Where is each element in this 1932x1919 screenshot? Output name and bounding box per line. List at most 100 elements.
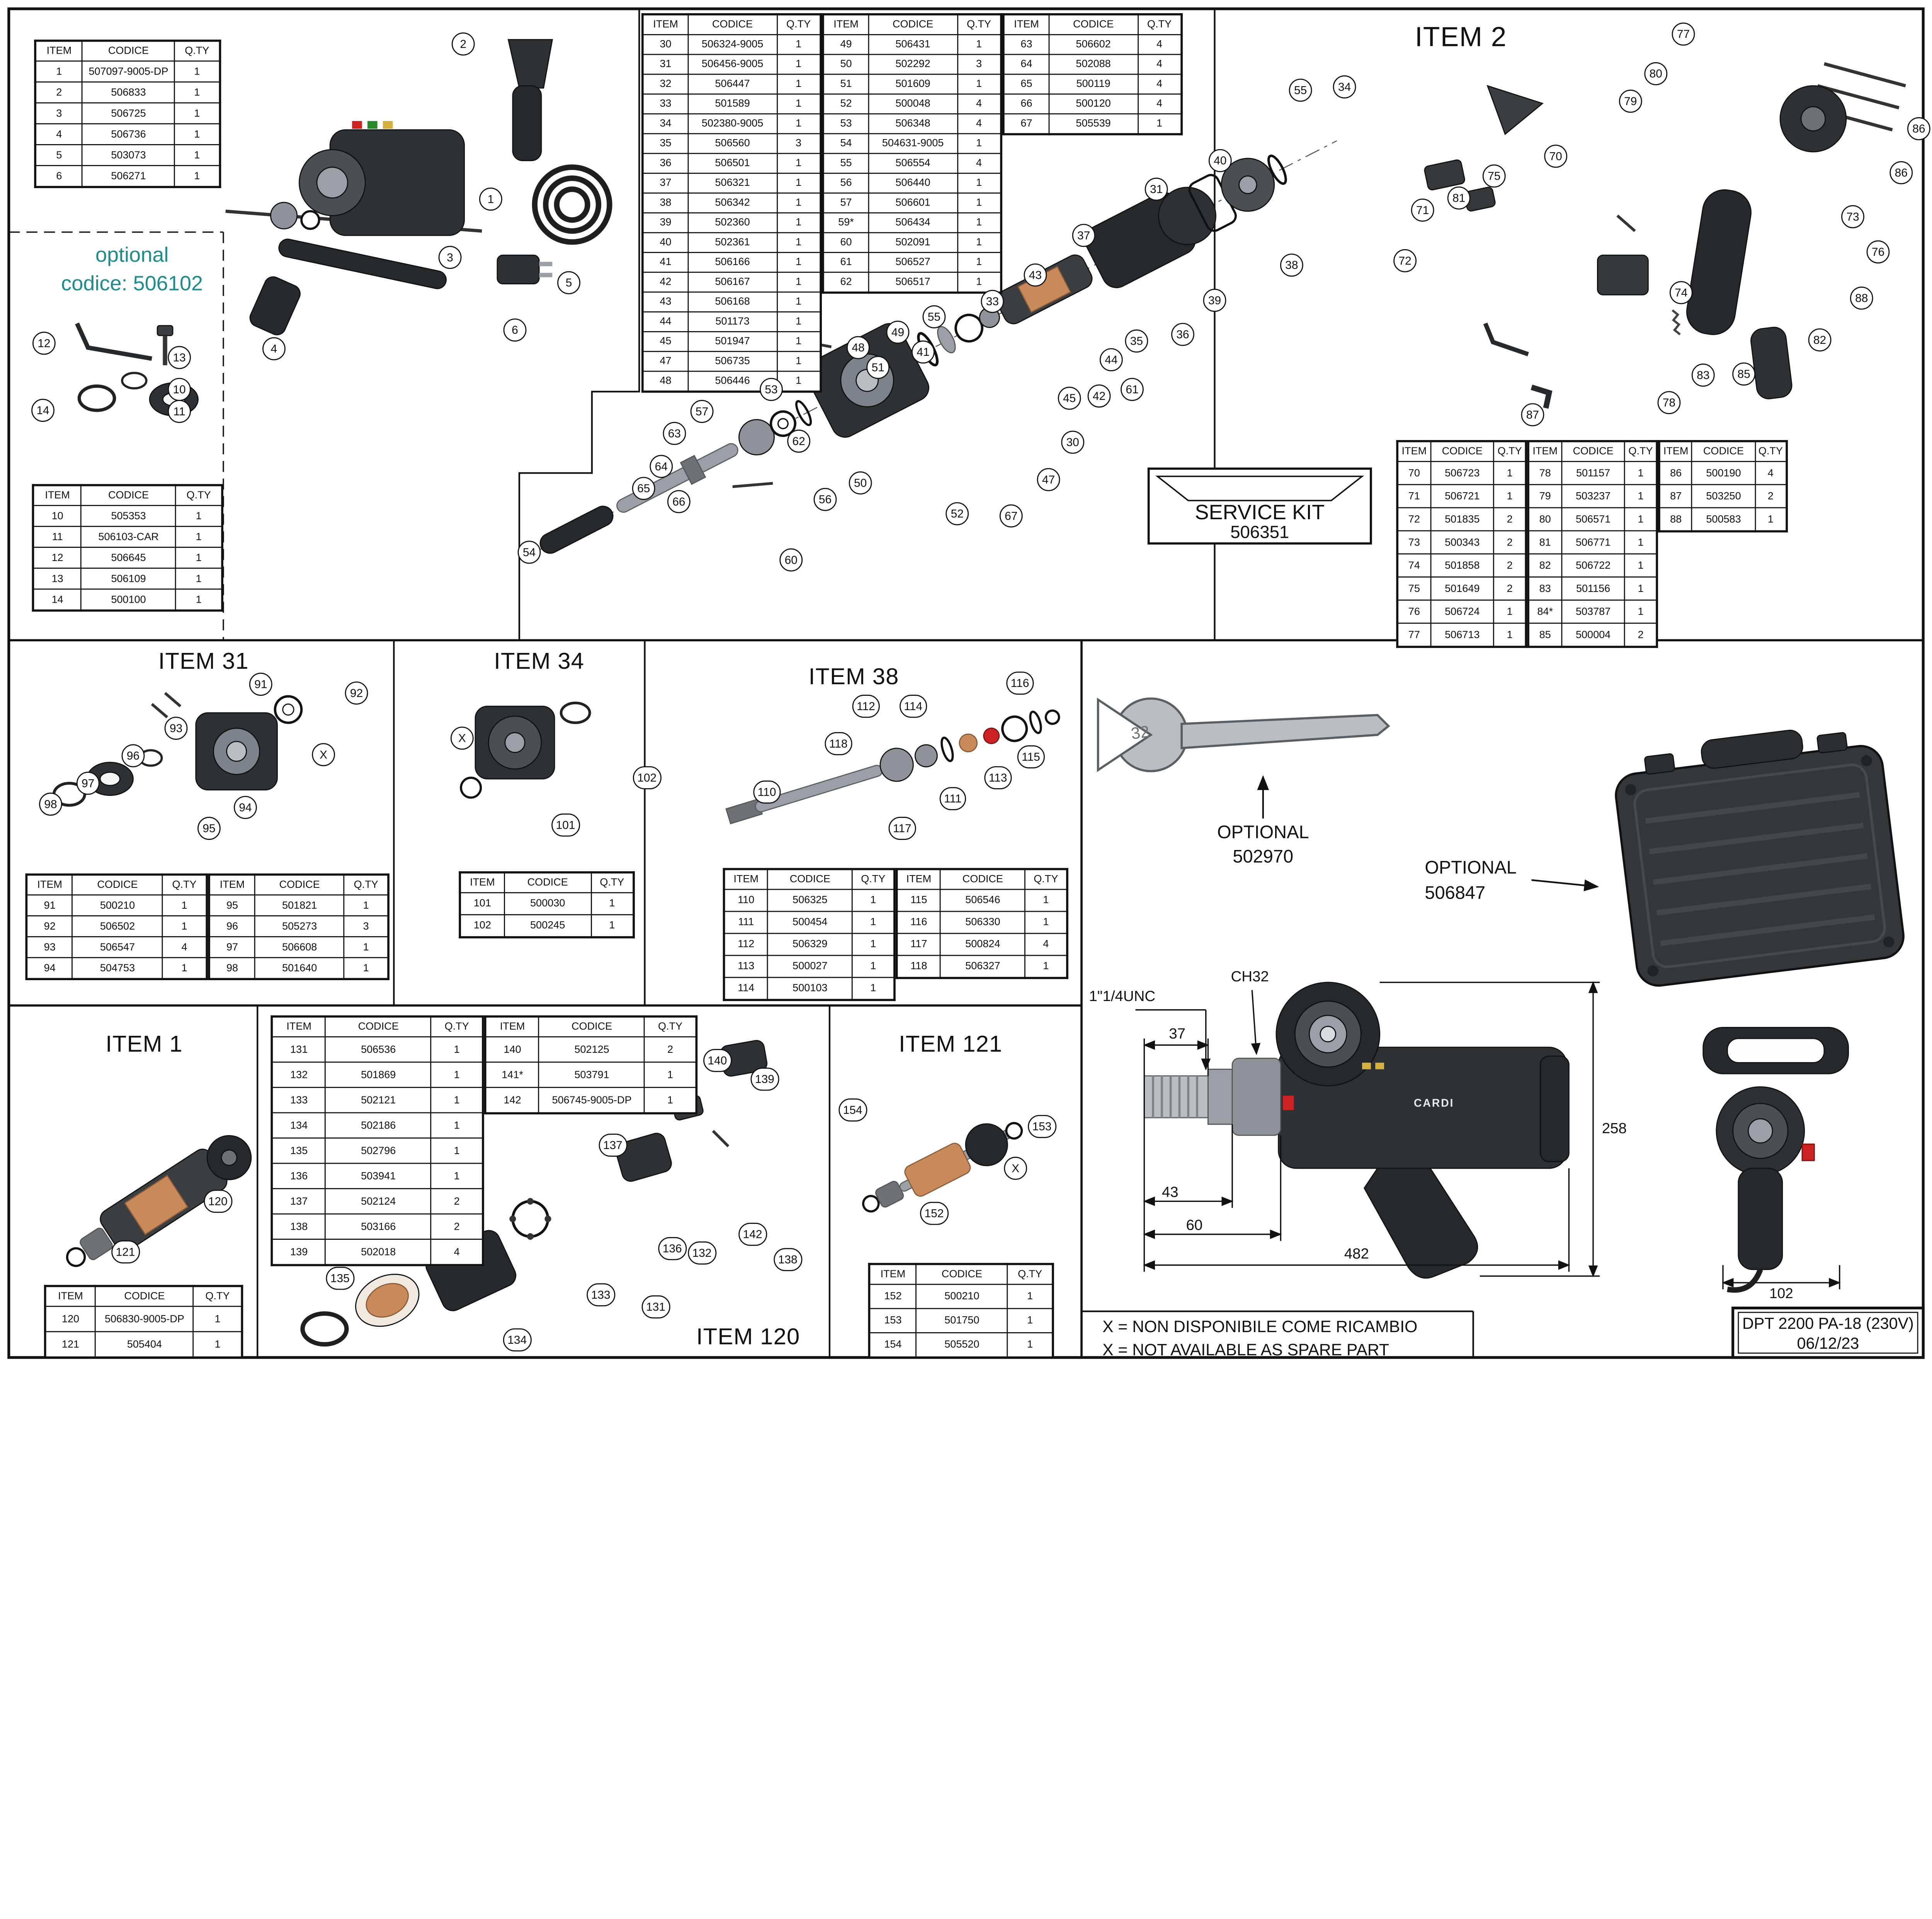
- part-cell: 51: [822, 73, 869, 95]
- column-header: CODICE: [254, 874, 345, 896]
- part-cell: 84*: [1527, 599, 1562, 624]
- part-cell: 1: [175, 526, 223, 548]
- part-cell: 77: [1396, 622, 1431, 648]
- part-cell: 1: [776, 371, 821, 393]
- part-cell: 1: [776, 192, 821, 214]
- part-cell: 47: [642, 351, 689, 372]
- part-cell: 506725: [82, 102, 175, 124]
- part-cell: 500454: [767, 911, 853, 934]
- part-cell: 500210: [72, 894, 163, 916]
- part-cell: 4: [1137, 54, 1182, 75]
- column-header: CODICE: [95, 1285, 194, 1307]
- part-cell: 34: [642, 113, 689, 134]
- part-cell: 1: [1624, 530, 1658, 555]
- part-cell: 1: [174, 144, 221, 166]
- part-cell: 501947: [687, 331, 777, 352]
- part-cell: 1: [776, 232, 821, 253]
- part-cell: 120: [44, 1305, 96, 1333]
- part-cell: 4: [956, 113, 1002, 134]
- part-cell: 135: [271, 1137, 327, 1164]
- part-cell: 4: [956, 93, 1002, 115]
- part-cell: 35: [642, 133, 689, 154]
- drill-head-exploded: [225, 39, 612, 335]
- part-cell: 63: [1003, 34, 1050, 55]
- column-header: ITEM: [459, 872, 505, 894]
- part-cell: 6: [34, 165, 83, 188]
- part-cell: 110: [723, 889, 768, 912]
- part-cell: 1: [590, 914, 634, 938]
- part-cell: 506325: [767, 889, 853, 912]
- part-cell: 2: [1624, 622, 1658, 648]
- part-cell: 506168: [687, 291, 777, 313]
- part-cell: 65: [1003, 73, 1050, 95]
- part-cell: 506103-CAR: [81, 526, 177, 548]
- column-header: CODICE: [72, 874, 163, 896]
- part-cell: 2: [1493, 530, 1527, 555]
- part-cell: 48: [642, 371, 689, 393]
- column-header: Q.TY: [1024, 869, 1068, 890]
- item121-exploded: [862, 1122, 1023, 1213]
- part-cell: 43: [642, 291, 689, 313]
- part-cell: 1: [956, 173, 1002, 194]
- part-cell: 2: [34, 81, 83, 104]
- part-cell: 40: [642, 232, 689, 253]
- part-cell: 1: [1007, 1283, 1054, 1309]
- part-cell: 41: [642, 252, 689, 273]
- part-cell: 1: [174, 60, 221, 83]
- part-cell: 101: [459, 892, 505, 916]
- column-header: ITEM: [1003, 14, 1050, 36]
- part-cell: 79: [1527, 484, 1562, 508]
- part-cell: 56: [822, 173, 869, 194]
- column-header: Q.TY: [1624, 440, 1658, 462]
- part-cell: 1: [193, 1305, 243, 1333]
- part-cell: 506547: [72, 936, 163, 959]
- part-cell: 37: [642, 173, 689, 194]
- part-cell: 1: [1493, 461, 1527, 485]
- heading-item120: ITEM 120: [696, 1324, 800, 1350]
- part-cell: 3: [344, 915, 389, 937]
- title-date: 06/12/23: [1797, 1335, 1859, 1353]
- part-cell: 1: [1007, 1332, 1054, 1358]
- column-header: CODICE: [868, 14, 958, 36]
- part-cell: 67: [1003, 113, 1050, 135]
- part-cell: 1: [430, 1137, 484, 1164]
- part-cell: 1: [852, 955, 895, 978]
- part-cell: 32: [642, 73, 689, 95]
- part-cell: 500343: [1430, 530, 1495, 555]
- part-cell: 503250: [1691, 484, 1756, 508]
- part-cell: 36: [642, 153, 689, 174]
